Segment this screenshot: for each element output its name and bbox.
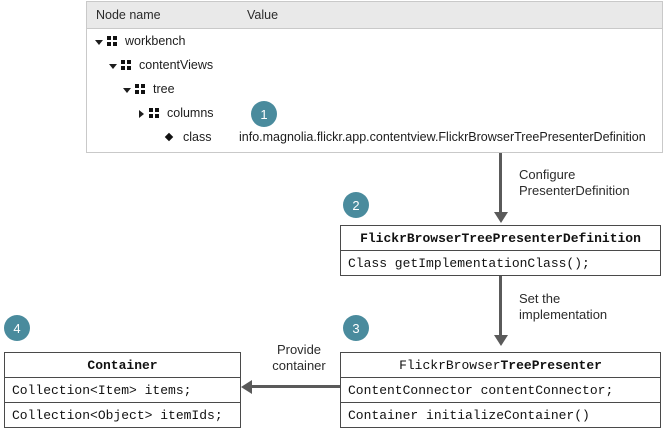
class-box-member: ContentConnector contentConnector;	[348, 383, 614, 398]
arrow-label-configure: Configure PresenterDefinition	[519, 167, 630, 199]
expand-collapse-caret-icon[interactable]	[136, 108, 147, 119]
class-box-member: Collection<Object> itemIds;	[5, 402, 240, 427]
node-grid-icon	[107, 35, 118, 47]
arrow-label-configure-line1: Configure	[519, 167, 576, 182]
column-header-value[interactable]: Value	[247, 8, 279, 22]
tree-node-value: info.magnolia.flickr.app.contentview.Fli…	[239, 130, 646, 144]
class-box-member: Collection<Item> items;	[12, 383, 192, 398]
arrow-label-set-implementation-line2: implementation	[519, 307, 608, 322]
tree-header-row: Node name Value	[87, 2, 662, 29]
property-diamond-icon	[164, 132, 175, 143]
step-badge-1: 1	[251, 101, 277, 127]
arrow-label-provide-container-line1: Provide	[276, 342, 322, 357]
tree-node-label: workbench	[125, 34, 186, 48]
class-box-title: FlickrBrowserTreePresenter	[341, 353, 660, 378]
arrow-provide-container-shaft	[252, 385, 340, 388]
tree-node-label: class	[183, 130, 212, 144]
class-box-title-emphasis: TreePresenter	[500, 358, 602, 373]
tree-node-label: tree	[153, 82, 175, 96]
class-box-member: Container initializeContainer()	[341, 402, 660, 427]
node-grid-icon	[149, 107, 160, 119]
tree-row[interactable]: workbench	[87, 29, 662, 53]
class-box-member: Class getImplementationClass();	[348, 256, 590, 271]
arrow-label-set-implementation-line1: Set the	[519, 291, 561, 306]
arrow-configure-shaft	[499, 153, 502, 214]
expand-collapse-caret-icon[interactable]	[94, 36, 105, 47]
arrow-set-implementation-shaft	[499, 276, 502, 337]
class-box-title: FlickrBrowserTreePresenterDefinition	[341, 226, 660, 251]
tree-row[interactable]: tree	[87, 77, 662, 101]
step-badge-3: 3	[343, 315, 369, 341]
arrow-provide-container-head-icon	[241, 380, 252, 394]
class-box-presenter-definition: FlickrBrowserTreePresenterDefinition Cla…	[340, 225, 661, 276]
arrow-label-configure-line2: PresenterDefinition	[519, 183, 630, 198]
tree-node-label: contentViews	[139, 58, 214, 72]
node-grid-icon	[135, 83, 146, 95]
tree-body: workbench contentViews tree	[87, 29, 662, 149]
node-grid-icon	[121, 59, 132, 71]
arrow-set-implementation-head-icon	[494, 335, 508, 346]
column-header-node-name[interactable]: Node name	[96, 8, 161, 22]
expand-collapse-caret-icon	[150, 132, 161, 143]
node-tree-panel[interactable]: Node name Value workbench contentViews	[86, 1, 663, 153]
tree-row[interactable]: contentViews	[87, 53, 662, 77]
arrow-label-provide-container: Provide container	[262, 342, 336, 374]
tree-node-label: columns	[167, 106, 214, 120]
expand-collapse-caret-icon[interactable]	[108, 60, 119, 71]
class-box-container: Container Collection<Item> items; Collec…	[4, 352, 241, 428]
class-box-title-prefix: FlickrBrowser	[399, 358, 501, 373]
arrow-label-set-implementation: Set the implementation	[519, 291, 607, 323]
tree-row[interactable]: class info.magnolia.flickr.app.contentvi…	[87, 125, 662, 149]
class-box-tree-presenter: FlickrBrowserTreePresenter ContentConnec…	[340, 352, 661, 428]
arrow-label-provide-container-line2: container	[272, 358, 326, 373]
class-box-title: Container	[5, 353, 240, 378]
expand-collapse-caret-icon[interactable]	[122, 84, 133, 95]
tree-row[interactable]: columns	[87, 101, 662, 125]
step-badge-4: 4	[4, 315, 30, 341]
arrow-configure-head-icon	[494, 212, 508, 223]
step-badge-2: 2	[343, 192, 369, 218]
